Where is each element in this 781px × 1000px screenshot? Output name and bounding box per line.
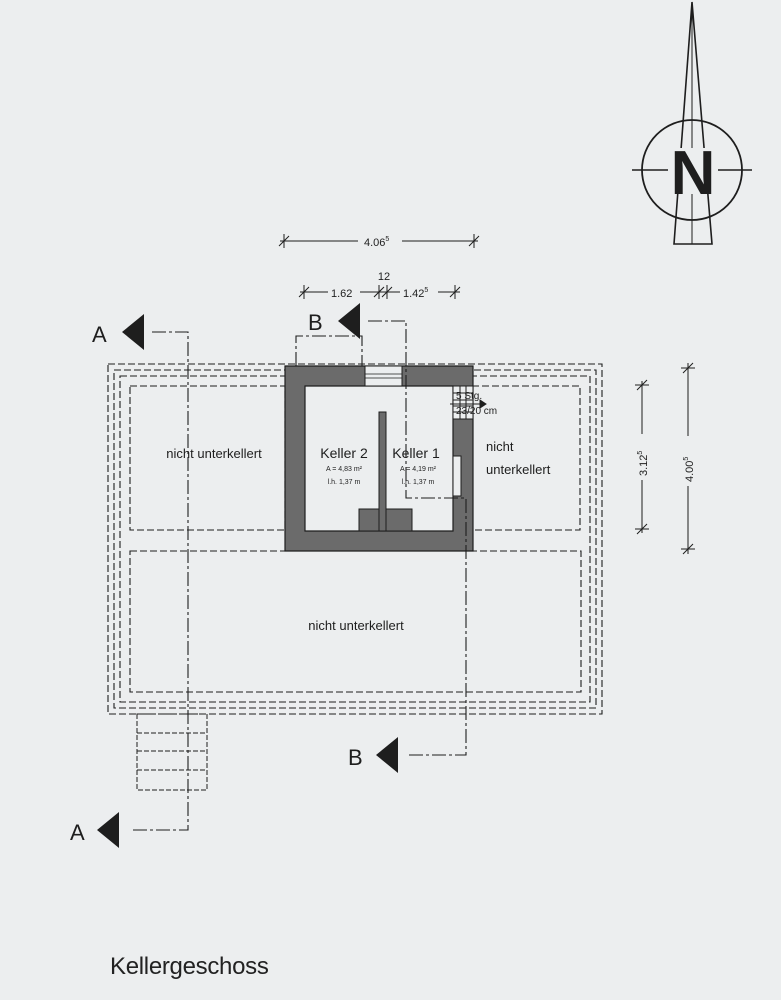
stairs-ratio-label: 23/20 cm [456,406,497,417]
area-left-label: nicht unterkellert [166,446,262,461]
north-arrow-icon: N [632,1,752,245]
dim-segment-right: 1.425 [403,287,428,300]
dim-segment-wall: 12 [378,271,390,283]
dimension-inner-depth [634,379,650,535]
cellar-stairs [450,385,487,420]
section-b-bottom-label: B [348,745,363,770]
dimension-overall-width [278,232,480,248]
section-a-top-label: A [92,322,107,347]
section-b-top-label: B [308,310,323,335]
room-keller-2-area: A = 4,83 m² [326,466,363,473]
dim-outer-depth-label: 4.005 [683,457,696,482]
sheet-title: Kellergeschoss [110,953,269,980]
entrance-steps [136,713,208,791]
room-keller-1-area: A = 4,19 m² [400,466,437,473]
room-keller-1-name: Keller 1 [392,445,440,461]
area-right-label-line2: unterkellert [486,462,551,477]
dim-overall-width-label: 4.065 [364,236,389,249]
room-keller-2-height: l.h. 1,37 m [328,479,361,486]
dimension-segments [298,284,461,299]
section-arrow-b-top-icon [338,303,360,339]
dim-segment-left: 1.62 [331,288,352,300]
area-right-label-line1: nicht [486,439,514,454]
section-a-bottom-label: A [70,820,85,845]
stairs-steps-label: 5 Stg. [456,391,482,402]
dim-inner-depth-label: 3.125 [637,451,650,476]
section-line-b [295,320,467,756]
section-arrow-b-bottom-icon [376,737,398,773]
section-line-a [130,331,189,831]
dimension-outer-depth [680,362,696,555]
section-arrow-a-top-icon [122,314,144,350]
room-keller-2-name: Keller 2 [320,445,368,461]
north-letter: N [671,139,716,208]
room-keller-1-height: l.h. 1,37 m [402,479,435,486]
section-arrow-a-bottom-icon [97,812,119,848]
cellar-walls [284,365,474,552]
area-bottom-label: nicht unterkellert [308,618,404,633]
